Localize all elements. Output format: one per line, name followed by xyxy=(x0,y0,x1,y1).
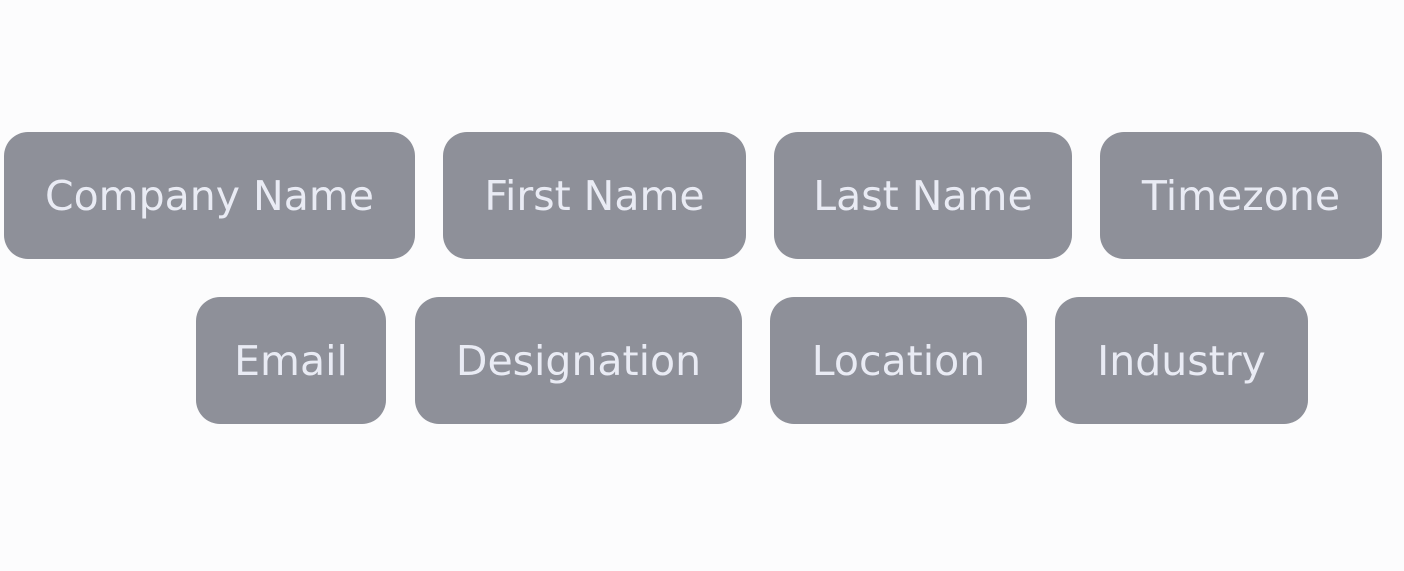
field-chip-industry[interactable]: Industry xyxy=(1055,297,1308,424)
field-chip-label: Industry xyxy=(1097,336,1266,385)
field-chip-first-name[interactable]: First Name xyxy=(443,132,746,259)
field-chip-designation[interactable]: Designation xyxy=(415,297,742,424)
field-chip-email[interactable]: Email xyxy=(196,297,386,424)
field-chip-timezone[interactable]: Timezone xyxy=(1100,132,1382,259)
field-chip-label: Company Name xyxy=(44,171,375,220)
field-chip-label: Designation xyxy=(455,336,702,385)
field-chip-label: Timezone xyxy=(1141,171,1341,220)
field-chip-company-name[interactable]: Company Name xyxy=(4,132,415,259)
field-chip-location[interactable]: Location xyxy=(770,297,1027,424)
field-chip-label: First Name xyxy=(484,171,705,220)
field-chip-label: Last Name xyxy=(813,171,1033,220)
field-chip-label: Location xyxy=(811,336,986,385)
field-chip-label: Email xyxy=(234,336,348,385)
field-chip-last-name[interactable]: Last Name xyxy=(774,132,1072,259)
